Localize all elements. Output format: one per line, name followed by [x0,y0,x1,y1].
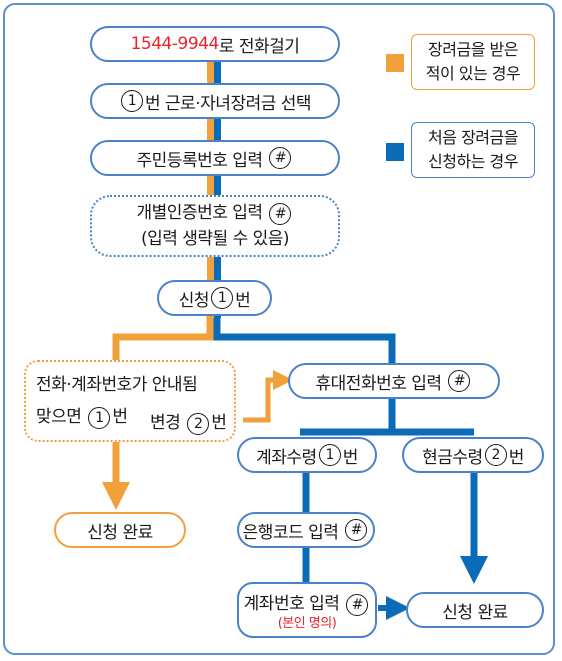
auth-note: (입력 생략될 수 있음) [140,229,290,249]
change-suffix: 번 [211,413,227,433]
hash-symbol: # [448,370,471,392]
done-label: 신청 완료 [87,522,153,543]
apply-suffix: 번 [235,290,251,311]
branch-blue [213,318,396,363]
change-text: 변경 [150,413,181,433]
legend-orange-swatch [386,54,404,72]
confirm-label: 맞으면 [36,407,82,427]
branch-orange [112,315,214,365]
call-label: 로 전화걸기 [218,36,300,57]
legend-blue-line1: 처음 장려금을 [428,128,518,147]
account-receive-suffix: 번 [342,447,359,468]
cash-receive-suffix: 번 [508,447,525,468]
legend-blue: 처음 장려금을 신청하는 경우 [411,122,535,178]
circled-number: 2 [484,444,507,466]
done-label: 신청 완료 [442,602,508,623]
account-number-label: 계좌번호 입력 [243,593,340,614]
legend-blue-line2: 신청하는 경우 [428,152,518,171]
circled-number: 1 [318,444,341,466]
hash-symbol: # [269,147,292,169]
arrow-orange-change [243,370,293,423]
bank-code-label: 은행코드 입력 [242,522,339,543]
circled-number: 2 [187,413,210,435]
rrn-label: 주민등록번호 입력 [136,150,264,171]
trunk-blue [214,58,221,318]
hash-symbol: # [269,203,292,225]
legend-blue-swatch [386,143,404,161]
step-mobile: 휴대전화번호 입력 # [288,363,500,399]
hash-symbol: # [346,593,369,616]
step-auth: 개별인증번호 입력 # (입력 생략될 수 있음) [90,195,340,257]
step-bank-code: 은행코드 입력 # [237,512,375,548]
circled-number: 1 [88,407,111,429]
phone-info-text: 전화·계좌번호가 안내됨 [36,375,198,395]
legend-orange: 장려금을 받은 적이 있는 경우 [411,34,535,90]
apply-label: 신청 [178,290,210,311]
legend-orange-line2: 적이 있는 경우 [425,64,521,83]
step-rrn: 주민등록번호 입력 # [90,140,340,176]
confirm-suffix: 번 [112,407,128,427]
circled-number: 1 [211,287,234,309]
circled-number: 1 [120,90,143,112]
hash-symbol: # [345,519,368,541]
account-owner-note: (본인 명의) [277,615,337,631]
select-label: 번 근로·자녀장려금 선택 [144,93,312,114]
trunk-orange [207,58,214,318]
step-account-number: 계좌번호 입력 # (본인 명의) [237,582,377,638]
legend-orange-line1: 장려금을 받은 [428,40,518,59]
phone-number: 1544-9944 [130,34,220,54]
step-done-left: 신청 완료 [54,512,186,548]
cash-receive-label: 현금수령 [422,447,483,468]
mobile-label: 휴대전화번호 입력 [315,373,443,394]
account-receive-label: 계좌수령 [256,447,317,468]
step-done-right: 신청 완료 [406,592,544,628]
auth-label: 개별인증번호 입력 [136,203,264,223]
